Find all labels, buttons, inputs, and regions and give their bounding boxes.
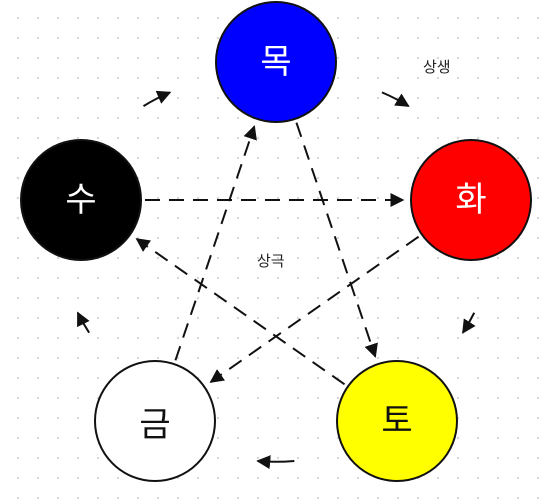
generating-arrow-fire-to-earth bbox=[462, 312, 476, 334]
water-label: 수 bbox=[65, 180, 96, 220]
generating-arrow-metal-to-water bbox=[76, 311, 90, 334]
overcoming-arrow-metal-to-wood bbox=[174, 125, 257, 361]
overcoming-arrow-fire-to-metal bbox=[209, 235, 420, 383]
fire-circle bbox=[410, 139, 532, 261]
element-node-wood: 목 bbox=[215, 1, 337, 123]
generating-cycle-label: 상생 bbox=[423, 58, 451, 76]
metal-label: 금 bbox=[139, 405, 170, 445]
water-circle bbox=[20, 139, 142, 261]
earth-label: 토 bbox=[381, 401, 412, 441]
generating-cycle-arrows bbox=[76, 90, 476, 470]
element-node-metal: 금 bbox=[94, 360, 216, 482]
generating-arrow-wood-to-fire bbox=[381, 91, 410, 107]
wood-label: 목 bbox=[260, 42, 291, 82]
overcoming-arrow-wood-to-earth bbox=[295, 122, 378, 358]
generating-arrow-earth-to-metal bbox=[256, 455, 295, 470]
wood-circle bbox=[215, 1, 337, 123]
generating-arrow-water-to-wood bbox=[142, 90, 172, 107]
element-node-water: 수 bbox=[20, 139, 142, 261]
overcoming-cycle-arrows bbox=[135, 122, 420, 386]
overcoming-cycle-label: 상극 bbox=[257, 252, 285, 270]
metal-circle bbox=[94, 360, 216, 482]
earth-circle bbox=[336, 360, 458, 482]
element-nodes: 목화토 금 수 bbox=[20, 1, 532, 482]
fire-label: 화 bbox=[455, 180, 486, 220]
element-node-fire: 화 bbox=[410, 139, 532, 261]
overcoming-arrow-earth-to-water bbox=[135, 238, 346, 386]
element-node-earth: 토 bbox=[336, 360, 458, 482]
